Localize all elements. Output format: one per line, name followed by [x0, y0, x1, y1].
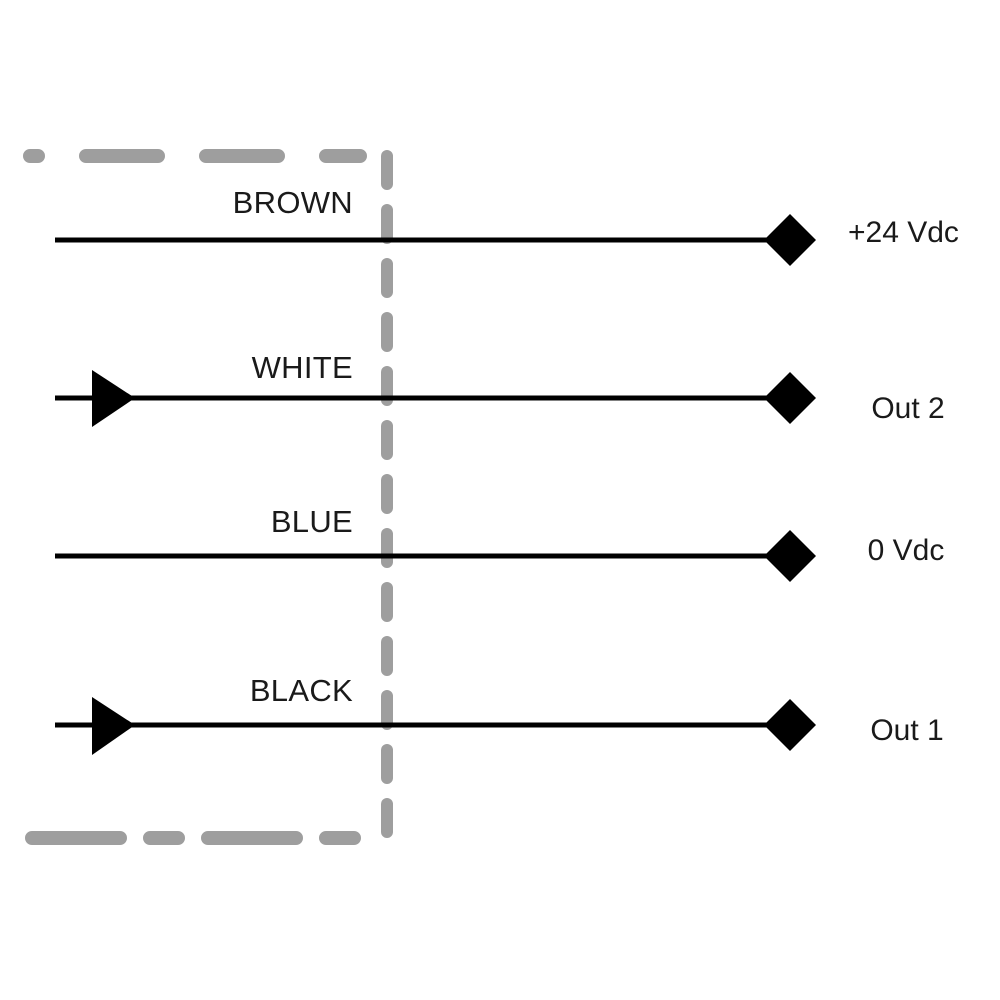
wire-blue: BLUE 0 Vdc	[55, 504, 944, 582]
wire-black-input-arrow-icon	[92, 697, 135, 755]
wire-black-label: BLACK	[250, 673, 353, 708]
wire-white-terminal-label: Out 2	[871, 392, 944, 425]
wire-white-label: WHITE	[252, 350, 353, 385]
wire-blue-terminal-diamond-icon	[764, 530, 816, 582]
housing-boundary	[23, 149, 393, 845]
wire-black-terminal-label: Out 1	[870, 714, 943, 747]
wire-white: WHITE Out 2	[55, 350, 945, 427]
wire-blue-label: BLUE	[271, 504, 353, 539]
wire-brown-label: BROWN	[233, 185, 353, 220]
wire-white-terminal-diamond-icon	[764, 372, 816, 424]
wire-brown-terminal-diamond-icon	[764, 214, 816, 266]
wire-blue-terminal-label: 0 Vdc	[868, 534, 945, 567]
wire-black-terminal-diamond-icon	[764, 699, 816, 751]
wire-black: BLACK Out 1	[55, 673, 944, 755]
wire-brown: BROWN +24 Vdc	[55, 185, 959, 266]
wire-white-input-arrow-icon	[92, 370, 135, 427]
wire-brown-terminal-label: +24 Vdc	[848, 216, 959, 249]
